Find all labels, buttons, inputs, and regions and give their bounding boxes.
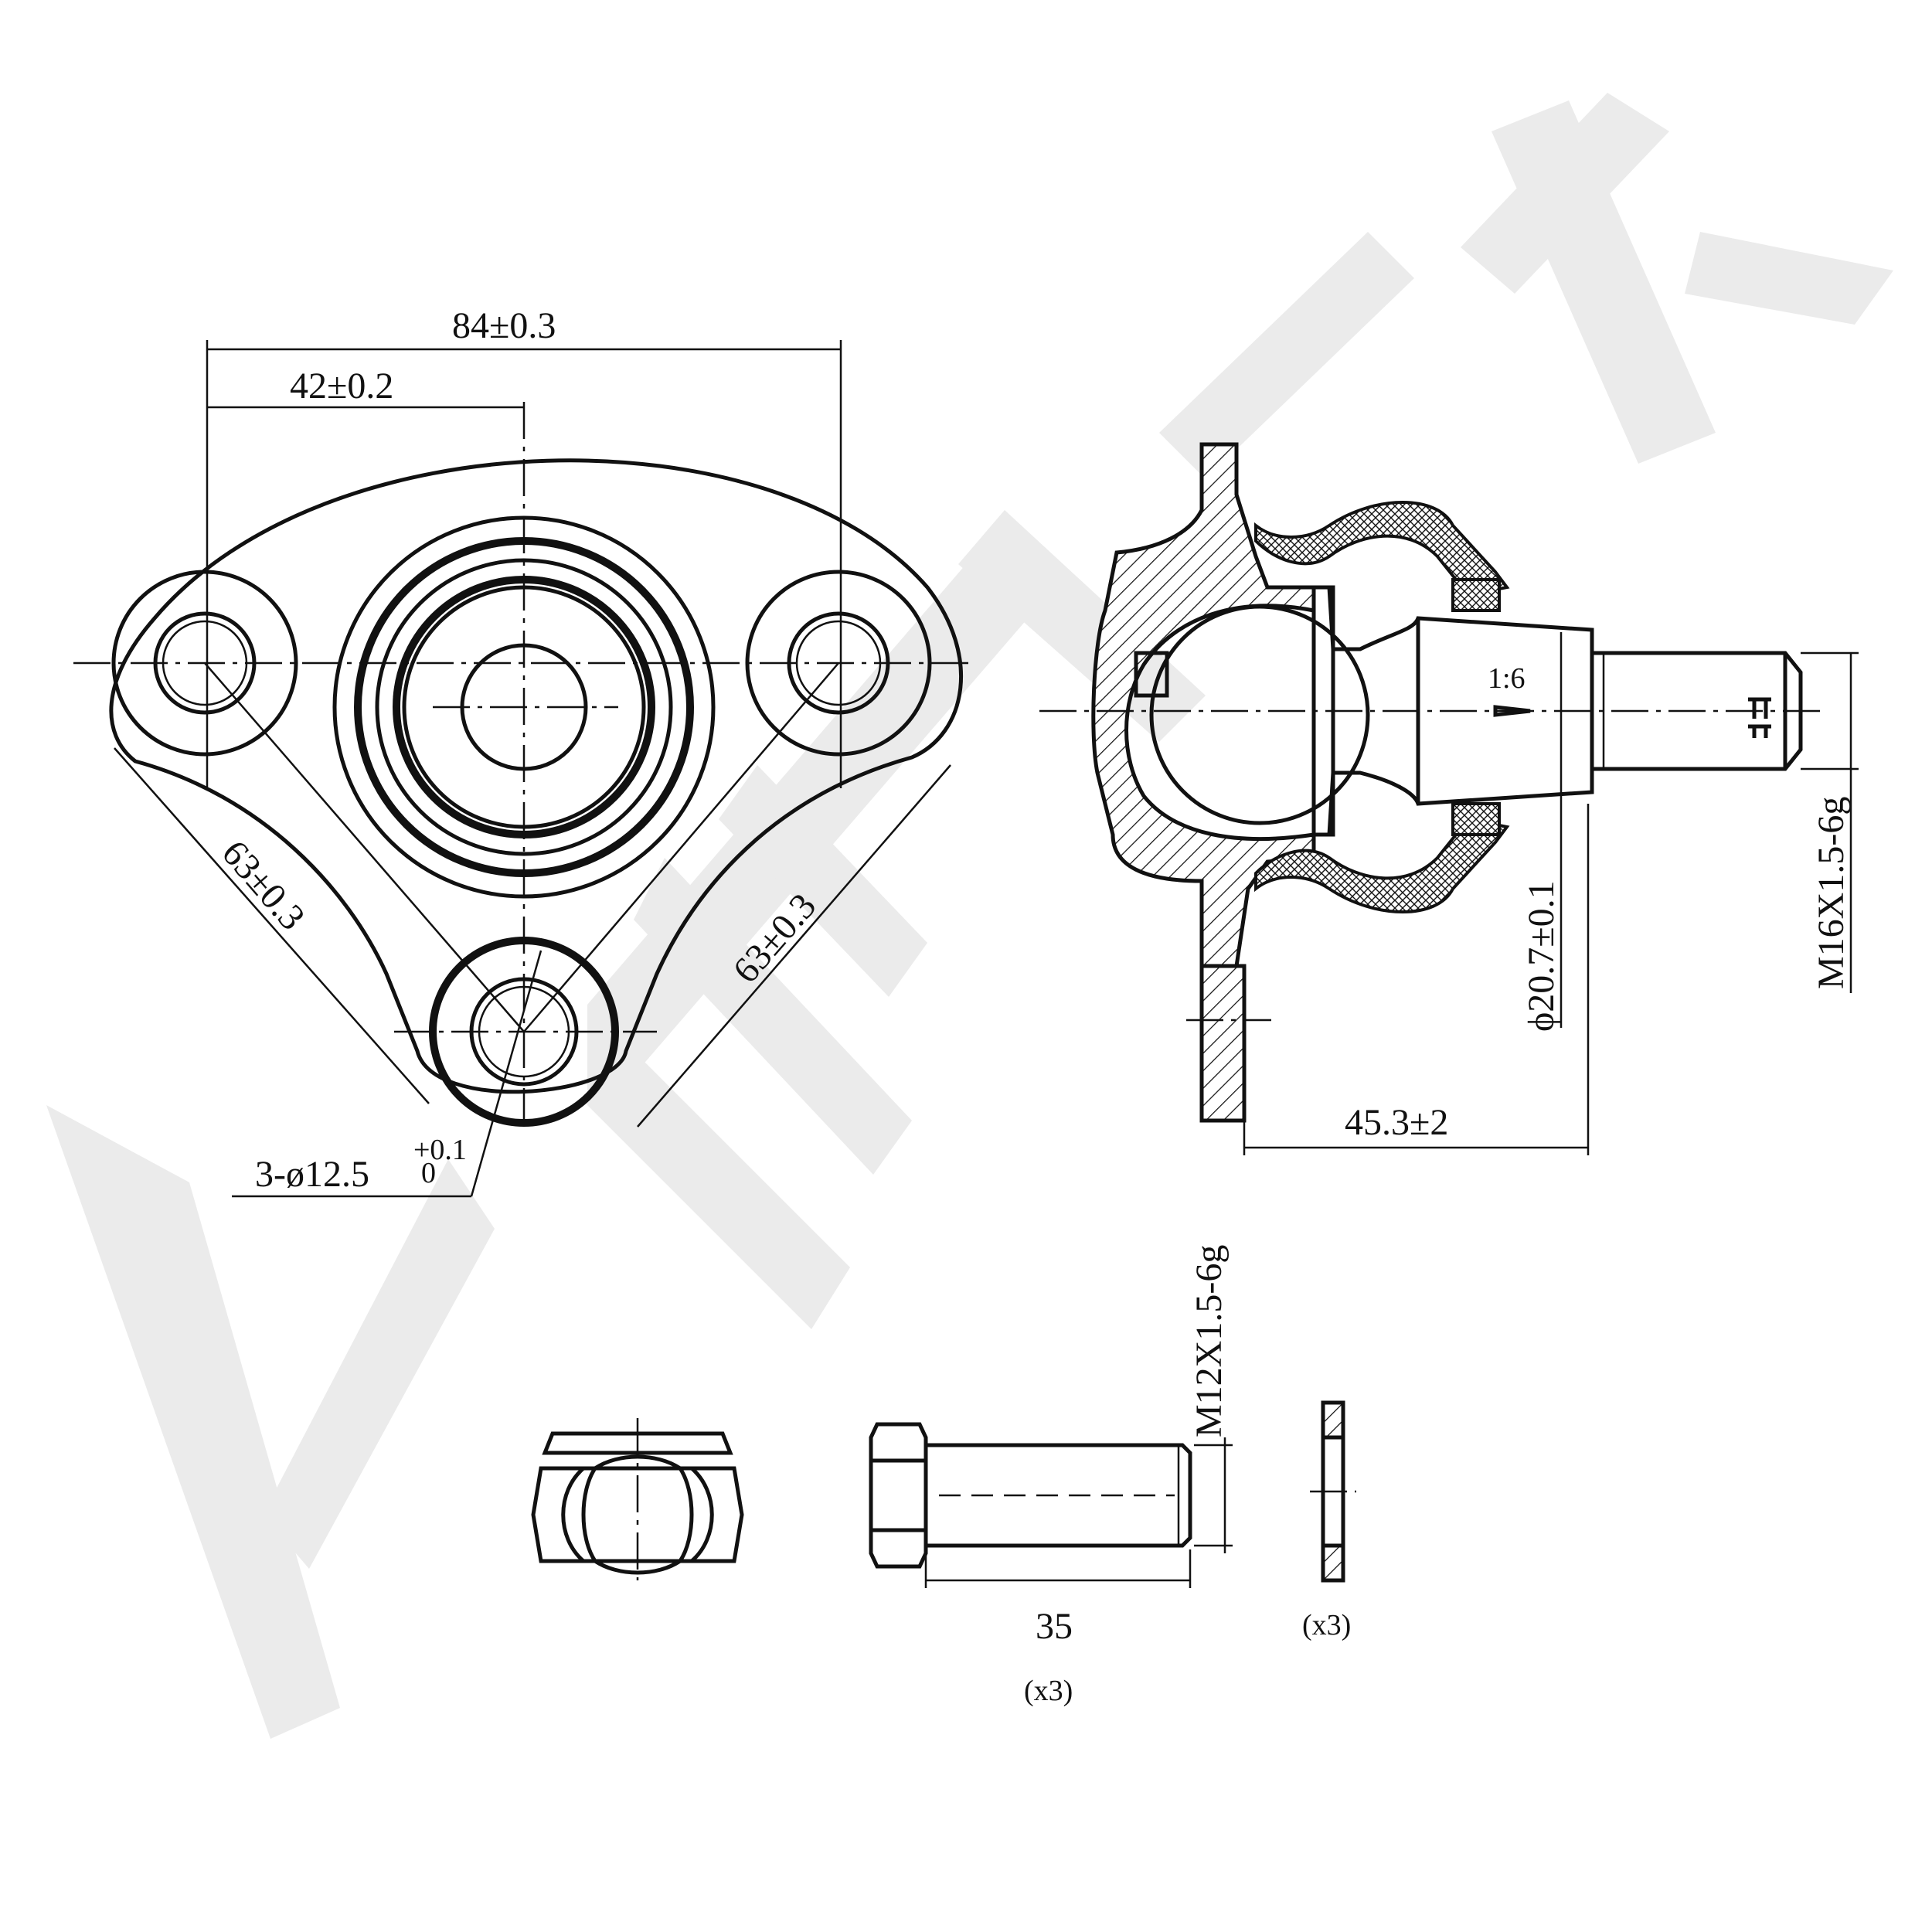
dim-flange-span: 84±0.3 (452, 305, 556, 346)
dim-holes-tol-lower: 0 (421, 1157, 436, 1189)
nut-drawing (531, 1418, 744, 1580)
dim-holes-tol-upper: +0.1 (413, 1134, 467, 1166)
dim-left-pitch: 63±0.3 (214, 832, 313, 937)
front-view-dimension-lines (114, 340, 951, 1198)
bolt-drawing (869, 1422, 1192, 1569)
washer-quantity: (x3) (1302, 1609, 1351, 1641)
dim-holes: 3-ø12.5 (255, 1154, 369, 1195)
dim-bolt-thread: M12X1.5-6g (1189, 1245, 1230, 1437)
zenitek-watermark (46, 93, 1893, 1739)
dim-taper: 1:6 (1488, 662, 1526, 695)
dim-stud-length: 45.3±2 (1345, 1102, 1448, 1143)
bolt-quantity: (x3) (1024, 1675, 1073, 1707)
dim-taper-diameter: ϕ20.7±0.1 (1521, 880, 1562, 1032)
front-view-centerlines (73, 402, 970, 1121)
dim-half-span: 42±0.2 (290, 366, 393, 406)
dim-holes-prefix: 3-ø12.5 (255, 1154, 369, 1195)
dim-stud-thread: M16X1.5-6g (1811, 797, 1852, 989)
ball-joint-section-view (1039, 442, 1824, 1123)
dim-bolt-length: 35 (1036, 1606, 1073, 1647)
bolt-dimension-lines (924, 1437, 1233, 1588)
washer-drawing (1310, 1400, 1356, 1583)
section-view-dimension-lines (1243, 632, 1859, 1155)
